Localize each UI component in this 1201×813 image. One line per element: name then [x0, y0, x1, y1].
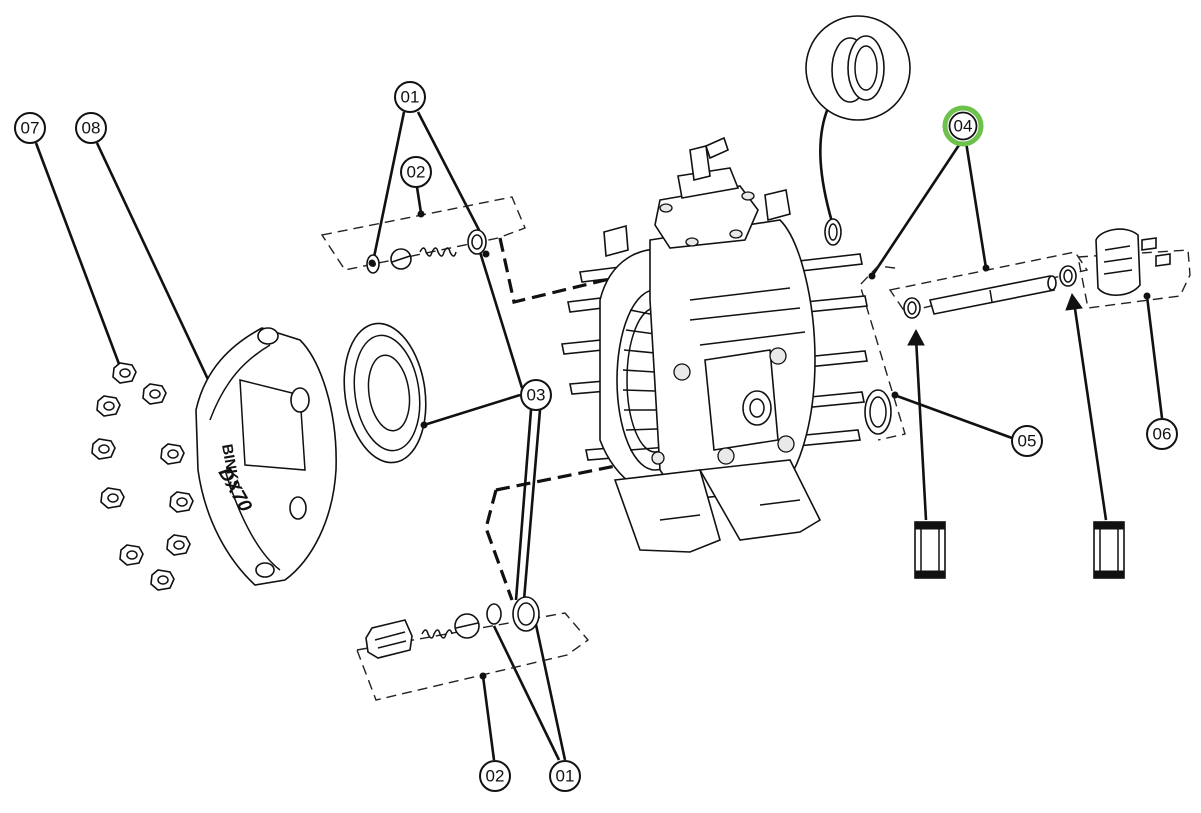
leader-lines [34, 107, 1164, 761]
pump-body [561, 136, 868, 553]
callout-04-highlighted[interactable]: 04 [942, 105, 984, 147]
callout-01-top[interactable]: 01 [394, 81, 426, 113]
cover-nuts [91, 362, 194, 591]
callout-01-bottom[interactable]: 01 [549, 760, 581, 792]
callout-08[interactable]: 08 [75, 112, 107, 144]
callout-02-bottom[interactable]: 02 [479, 760, 511, 792]
bottom-valve-group [365, 596, 540, 659]
end-plate [1095, 228, 1171, 296]
svg-text:02: 02 [407, 163, 426, 182]
leader-dots [368, 210, 1151, 680]
top-valve-group [366, 229, 487, 274]
svg-text:01: 01 [556, 767, 575, 786]
callout-07[interactable]: 07 [14, 112, 46, 144]
bushing-section-views [907, 292, 1125, 579]
svg-text:07: 07 [21, 119, 40, 138]
svg-text:05: 05 [1018, 432, 1037, 451]
shaft-assembly [903, 265, 1077, 319]
callout-03[interactable]: 03 [520, 379, 552, 411]
svg-text:04: 04 [954, 117, 973, 136]
callout-05[interactable]: 05 [1011, 425, 1043, 457]
svg-text:01: 01 [401, 88, 420, 107]
pump-cover: BINKS DX70 [195, 327, 337, 586]
callout-06[interactable]: 06 [1146, 418, 1178, 450]
svg-text:02: 02 [486, 767, 505, 786]
callout-02-top[interactable]: 02 [400, 156, 432, 188]
svg-text:08: 08 [82, 119, 101, 138]
diaphragm [343, 322, 427, 464]
svg-text:03: 03 [527, 386, 546, 405]
seal-detail-bubble [805, 15, 911, 121]
shaft-seals [824, 218, 892, 435]
svg-text:06: 06 [1153, 425, 1172, 444]
callouts: 01 02 03 04 05 06 07 08 [14, 81, 1178, 792]
